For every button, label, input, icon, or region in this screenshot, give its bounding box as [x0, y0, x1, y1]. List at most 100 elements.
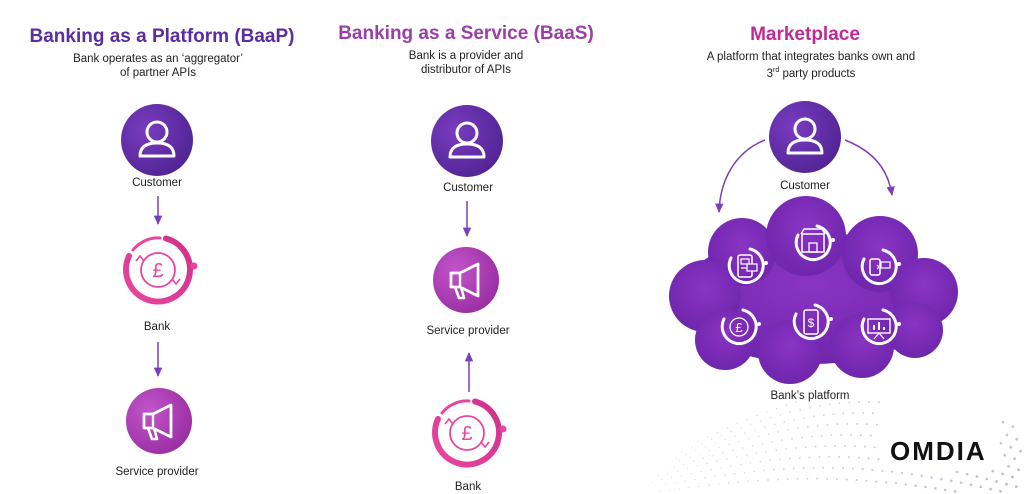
decorative-dot [736, 456, 738, 458]
decorative-dot [806, 477, 809, 480]
decorative-dot [691, 447, 693, 449]
decorative-dot [779, 414, 782, 416]
baap-description: Bank operates as an ‘aggregator’ of part… [38, 52, 278, 80]
decorative-dot [838, 455, 841, 458]
decorative-dot [712, 454, 714, 457]
decorative-dot [816, 424, 819, 427]
decorative-dot [999, 441, 1003, 445]
decorative-dot [678, 488, 681, 490]
decorative-dot [651, 481, 653, 483]
decorative-dot [710, 468, 712, 471]
decorative-dot [757, 435, 760, 438]
decorative-dot [875, 480, 878, 483]
decorative-dot [773, 423, 776, 426]
decorative-dot [877, 457, 880, 461]
decorative-dot [1001, 472, 1005, 476]
decorative-dot [873, 446, 876, 449]
decorative-dot [989, 487, 993, 491]
marketplace-arrow-right [844, 139, 895, 197]
decorative-dot [759, 460, 762, 463]
decorative-dot [661, 479, 663, 481]
decorative-dot [679, 459, 681, 462]
decorative-dot [720, 434, 723, 437]
decorative-dot [832, 466, 835, 469]
decorative-dot [838, 402, 841, 405]
baap-title: Banking as a Platform (BaaP) [29, 26, 295, 47]
contactless-payment-icon [860, 248, 903, 286]
baap-customer-label: Customer [132, 177, 182, 189]
decorative-dot [663, 469, 665, 471]
decorative-dot [779, 458, 781, 461]
baap-description-line2: of partner APIs [119, 67, 197, 79]
baas-description-line1: Bank is a provider and [408, 50, 524, 62]
svg-text:£: £ [735, 320, 743, 335]
shop-icon [794, 224, 837, 262]
decorative-dot [955, 470, 959, 474]
decorative-dot [861, 467, 864, 471]
decorative-dot [867, 457, 870, 460]
decorative-dot [820, 434, 823, 437]
decorative-dot [869, 434, 872, 437]
decorative-dot [673, 466, 675, 468]
decorative-dot [671, 477, 673, 479]
decorative-dot [698, 485, 700, 487]
decorative-dot [822, 466, 825, 469]
decorative-dot [742, 447, 744, 449]
bank-platform-label: Bank’s platform [770, 390, 850, 402]
decorative-dot [748, 438, 750, 440]
decorative-dot [756, 414, 758, 417]
decorative-dot [716, 431, 719, 434]
decorative-dot [930, 476, 933, 479]
bank-platform-cloud: £ $ [669, 196, 958, 384]
decorative-dot [822, 414, 825, 417]
baap-description-line1: Bank operates as an ‘aggregator’ [73, 53, 243, 65]
decorative-dot [862, 411, 865, 414]
presentation-chart-icon [860, 308, 903, 346]
decorative-dot [698, 453, 701, 455]
decorative-dot [754, 429, 756, 431]
decorative-dot [722, 452, 724, 454]
decorative-dot [798, 456, 801, 459]
decorative-dot [1011, 475, 1014, 479]
marketplace-customer-label: Customer [780, 180, 830, 192]
decorative-dot [794, 447, 797, 449]
decorative-dot [857, 456, 860, 459]
decorative-dot [1017, 468, 1020, 472]
decorative-dot [769, 459, 772, 462]
decorative-dot [737, 481, 740, 483]
baap-provider-megaphone-icon [124, 386, 194, 456]
decorative-dot [800, 436, 803, 439]
decorative-dot [751, 444, 754, 447]
decorative-dot [749, 462, 752, 464]
decorative-dot [766, 411, 768, 413]
decorative-dot [850, 433, 853, 436]
decorative-dot [777, 431, 780, 433]
decorative-dot [795, 401, 798, 404]
decorative-dot [689, 456, 691, 458]
baas-description-line2: distributor of APIs [420, 64, 512, 76]
decorative-dot [826, 477, 829, 480]
decorative-dot [846, 422, 849, 425]
decorative-dot [720, 467, 722, 469]
decorative-dot [716, 460, 718, 463]
decorative-dot [763, 469, 766, 472]
decorative-dot [669, 463, 671, 465]
baap-provider-label: Service provider [115, 466, 199, 478]
decorative-dot [953, 490, 957, 493]
decorative-dot [688, 486, 690, 489]
marketplace-desc-ordinal: 3 [766, 67, 774, 80]
decorative-dot [841, 467, 844, 470]
decorative-dot [995, 480, 999, 483]
decorative-dot [959, 481, 963, 485]
decorative-dot [920, 474, 923, 478]
decorative-dot [856, 422, 859, 425]
decorative-dot [732, 449, 734, 452]
decorative-dot [816, 477, 819, 480]
decorative-dot [1014, 485, 1018, 489]
decorative-dot [792, 467, 795, 470]
decorative-dot [808, 456, 811, 459]
decorative-dot [802, 467, 805, 470]
marketplace-arrow-left [715, 139, 766, 214]
decorative-dot [847, 456, 850, 459]
